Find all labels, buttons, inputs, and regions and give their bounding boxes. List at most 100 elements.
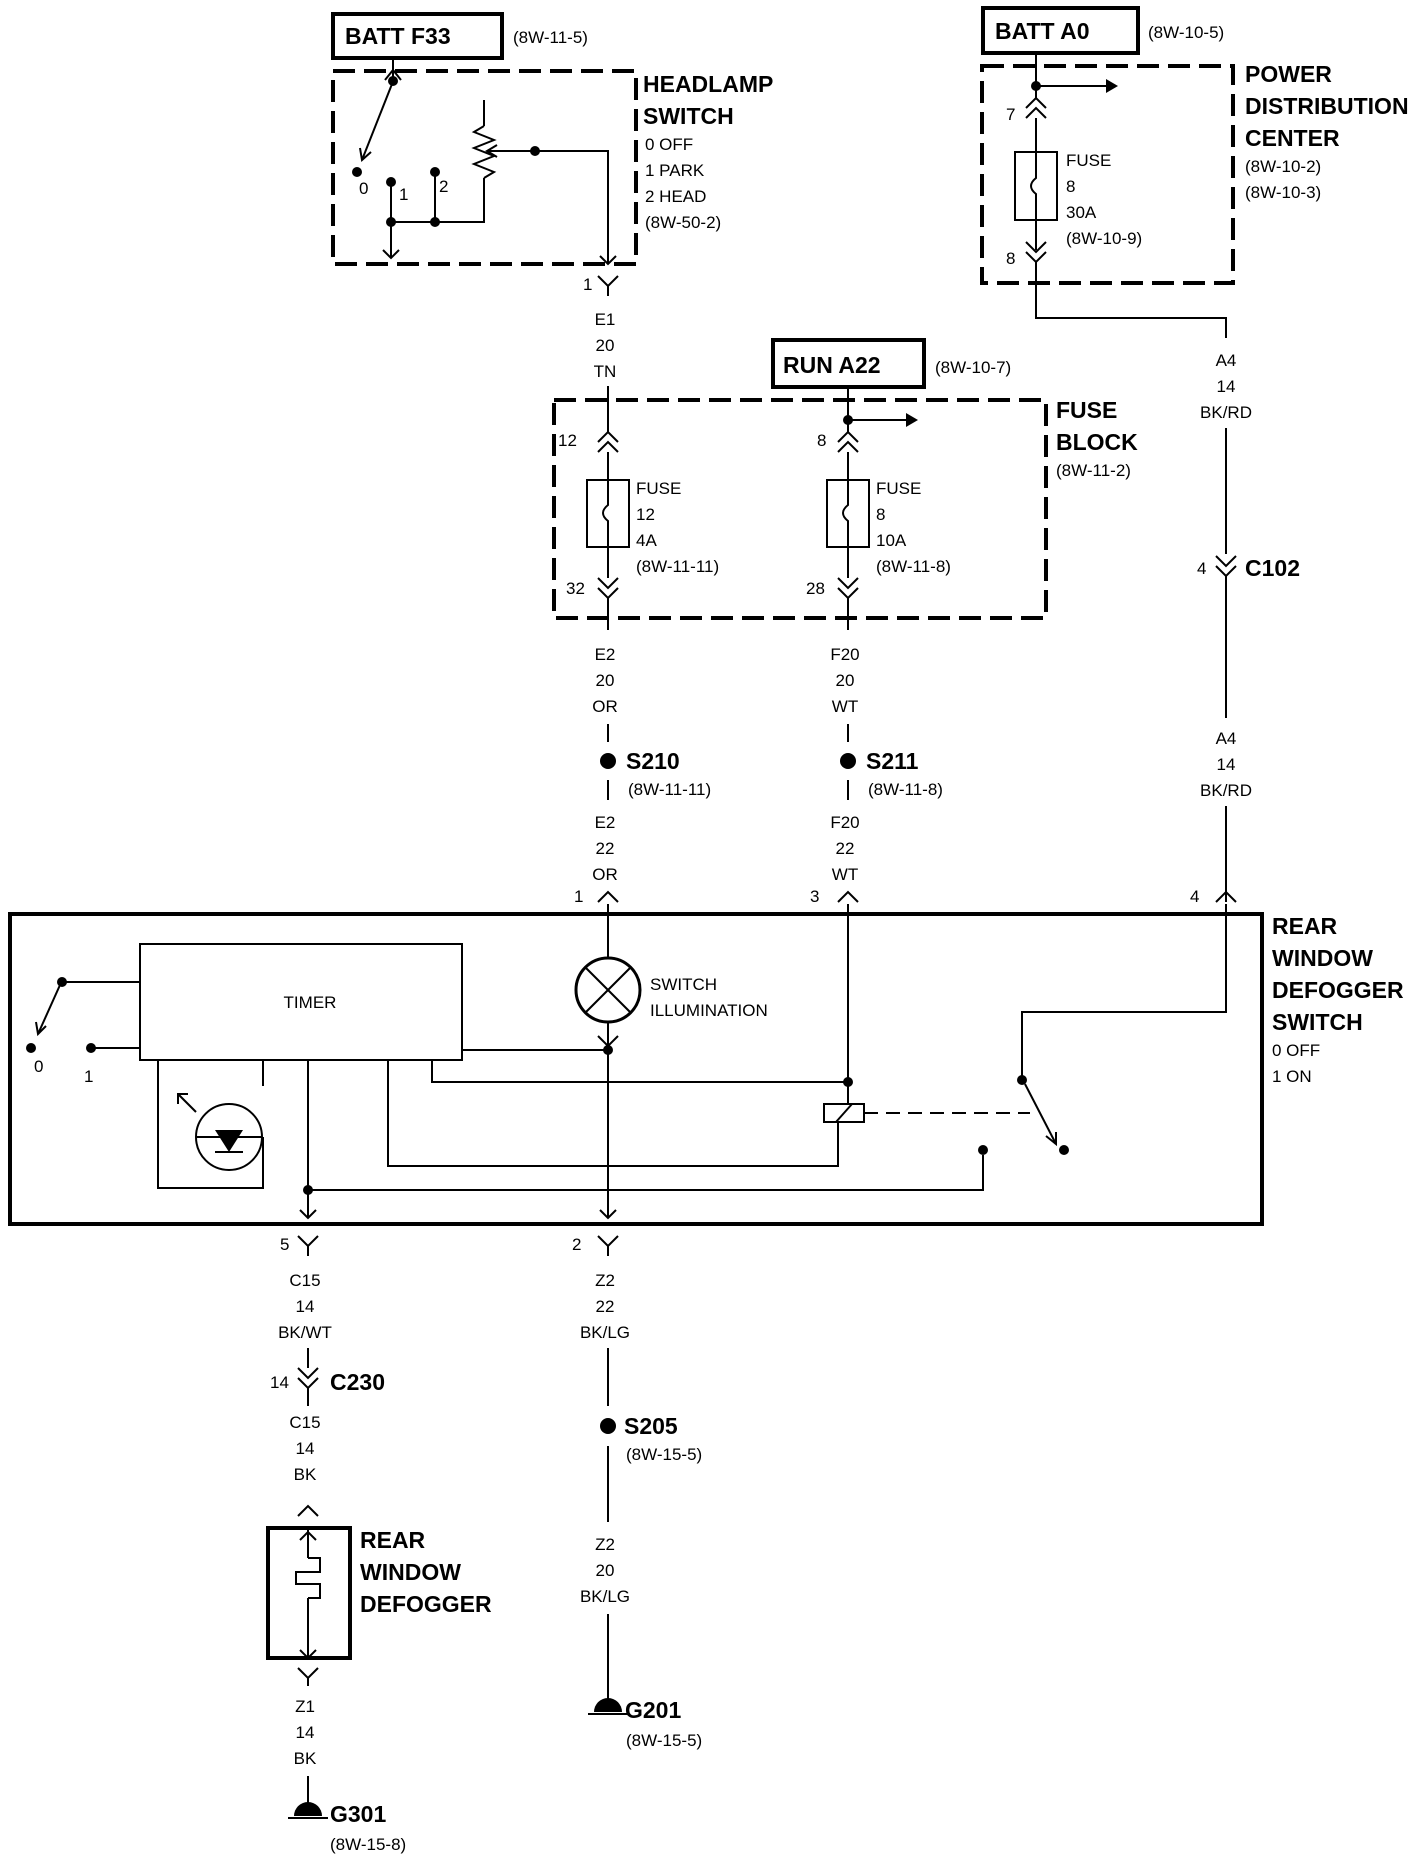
ground-g301-symbol: [294, 1802, 322, 1816]
splice-s210: [600, 753, 616, 769]
defog-switch-title-3: DEFOGGER: [1272, 977, 1404, 1003]
rear-defogger-title-2: WINDOW: [360, 1559, 461, 1585]
pdc-fuse-label-2: 8: [1066, 177, 1075, 196]
pdc-outline: [982, 66, 1233, 283]
defog-contact-0: 0: [34, 1057, 43, 1076]
headlamp-switch-pos-1: 1 PARK: [645, 161, 705, 180]
c102-name: C102: [1245, 555, 1300, 581]
defog-switch-pin-3: 3: [810, 887, 819, 906]
headlamp-switch-pos-0: 0 OFF: [645, 135, 693, 154]
defog-switch-title-4: SWITCH: [1272, 1009, 1363, 1035]
pdc-ref-1: (8W-10-2): [1245, 157, 1321, 176]
wire-c15-lower-gauge: 14: [296, 1439, 315, 1458]
wire-e2-lower-gauge: 22: [596, 839, 615, 858]
wire-f20-lower-gauge: 22: [836, 839, 855, 858]
run-a22-ref: (8W-10-7): [935, 358, 1011, 377]
wire-z2-lower-id: Z2: [595, 1535, 615, 1554]
batt-f33-ref: (8W-11-5): [513, 28, 588, 47]
lamp-label-2: ILLUMINATION: [650, 1001, 768, 1020]
defog-switch-title-2: WINDOW: [1272, 945, 1373, 971]
pdc-pin-in: 7: [1006, 105, 1015, 124]
wire-z1-color: BK: [294, 1749, 317, 1768]
fuse-block-ref: (8W-11-2): [1056, 461, 1131, 480]
run-a22-label: RUN A22: [783, 352, 881, 378]
s205-name: S205: [624, 1413, 678, 1439]
wire-a4-lower: A4 14 BK/RD: [1200, 729, 1252, 902]
wire-e2-lower-color: OR: [592, 865, 618, 884]
wire-z2-lower-gauge: 20: [596, 1561, 615, 1580]
fuse12-label-3: 4A: [636, 531, 657, 550]
defog-contact-1: 1: [84, 1067, 93, 1086]
batt-f33-label: BATT F33: [345, 23, 451, 49]
fuse-block-outline: [554, 400, 1046, 618]
lamp-label-1: SWITCH: [650, 975, 717, 994]
rear-defogger-title-1: REAR: [360, 1527, 426, 1553]
defog-switch-title-1: REAR: [1272, 913, 1338, 939]
wire-e2-upper-gauge: 20: [596, 671, 615, 690]
fuse8-label-3: 10A: [876, 531, 907, 550]
wire-f20: F20 20 WT S211 (8W-11-8) F20 22 WT: [830, 645, 943, 884]
fuse12-label-2: 12: [636, 505, 655, 524]
batt-a0-ref: (8W-10-5): [1148, 23, 1224, 42]
c230-pin: 14: [270, 1373, 289, 1392]
wire-z2-upper-gauge: 22: [596, 1297, 615, 1316]
wire-e1-id: E1: [595, 310, 616, 329]
rear-window-defogger-switch: 1 3 4 REAR WINDOW DEFOGGER SWITCH 0 OFF …: [10, 887, 1404, 1256]
wire-c15-lower-color: BK: [294, 1465, 317, 1484]
wire-f20-upper-color: WT: [832, 697, 858, 716]
fuse8-label-4: (8W-11-8): [876, 557, 951, 576]
wire-e2-upper-color: OR: [592, 697, 618, 716]
s205-ref: (8W-15-5): [626, 1445, 702, 1464]
fuse8-pin-out: 28: [806, 579, 825, 598]
c230-name: C230: [330, 1369, 385, 1395]
headlamp-switch: BATT F33 (8W-11-5) HEADLAMP SWITCH 0 OFF…: [333, 14, 773, 296]
wire-f20-upper-id: F20: [830, 645, 859, 664]
g301-name: G301: [330, 1801, 386, 1827]
s210-ref: (8W-11-11): [628, 780, 711, 799]
wire-e2-upper-id: E2: [595, 645, 616, 664]
headlamp-switch-title-1: HEADLAMP: [643, 71, 773, 97]
wire-c15-upper-gauge: 14: [296, 1297, 315, 1316]
wire-z2-lower-color: BK/LG: [580, 1587, 630, 1606]
fuse-block: RUN A22 (8W-10-7) FUSE BLOCK (8W-11-2) 1…: [554, 340, 1138, 630]
fuse12-pin-out: 32: [566, 579, 585, 598]
wire-a4-upper-gauge: 14: [1217, 377, 1236, 396]
wire-a4-upper-color: BK/RD: [1200, 403, 1252, 422]
pdc-title-3: CENTER: [1245, 125, 1340, 151]
wire-e2-lower-id: E2: [595, 813, 616, 832]
fuse12-pin-in: 12: [558, 431, 577, 450]
defog-switch-pos-1: 1 ON: [1272, 1067, 1312, 1086]
defog-switch-pin-1: 1: [574, 887, 583, 906]
s210-name: S210: [626, 748, 680, 774]
wire-z2-upper-color: BK/LG: [580, 1323, 630, 1342]
splice-s211: [840, 753, 856, 769]
wire-e1: E1 20 TN: [594, 310, 617, 430]
wire-c15-upper-id: C15: [289, 1271, 320, 1290]
headlamp-pin: 1: [583, 275, 592, 294]
g201-name: G201: [625, 1697, 681, 1723]
connector-c102: 4 C102: [1197, 555, 1300, 718]
headlamp-contact-2: 2: [439, 177, 448, 196]
fuse8-label-2: 8: [876, 505, 885, 524]
batt-a0-label: BATT A0: [995, 18, 1090, 44]
defogger-ground-branch: C15 14 BK/WT 14 C230 C15 14 BK REAR WIND…: [268, 1271, 492, 1854]
c102-pin: 4: [1197, 559, 1206, 578]
headlamp-switch-title-2: SWITCH: [643, 103, 734, 129]
pdc-fuse-label-1: FUSE: [1066, 151, 1111, 170]
wire-c15-upper-color: BK/WT: [278, 1323, 332, 1342]
ground-g201-symbol: [594, 1698, 622, 1712]
wire-z1-gauge: 14: [296, 1723, 315, 1742]
defog-switch-outline: [10, 914, 1262, 1224]
pdc-title-2: DISTRIBUTION: [1245, 93, 1408, 119]
wire-e1-color: TN: [594, 362, 617, 381]
headlamp-contact-0: 0: [359, 179, 368, 198]
wire-a4-upper-id: A4: [1216, 351, 1237, 370]
fuse-block-title-1: FUSE: [1056, 397, 1117, 423]
fuse12-label-1: FUSE: [636, 479, 681, 498]
wire-a4-lower-color: BK/RD: [1200, 781, 1252, 800]
batt-a0-box: [983, 8, 1138, 53]
fuse-block-title-2: BLOCK: [1056, 429, 1138, 455]
pdc-pin-out: 8: [1006, 249, 1015, 268]
s211-ref: (8W-11-8): [868, 780, 943, 799]
wire-e2: E2 20 OR S210 (8W-11-11) E2 22 OR: [592, 645, 711, 884]
